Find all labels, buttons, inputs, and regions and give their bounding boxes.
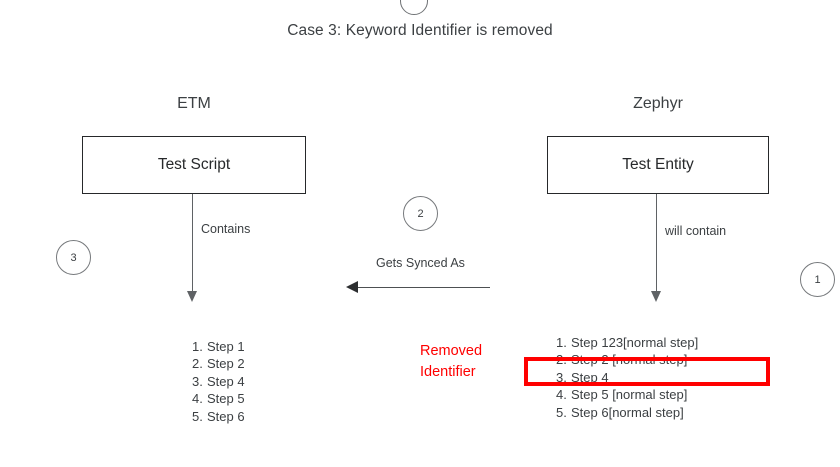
arrow-will-contain-head-icon (651, 291, 661, 302)
list-item-number: 5. (192, 408, 203, 424)
list-item-label: Step 2 (207, 356, 245, 372)
annotation-line-1: Removed (420, 343, 483, 359)
list-item: 5.Step 6[normal step] (556, 404, 698, 421)
list-item-label: Step 4 (207, 373, 245, 389)
node-test-entity: Test Entity (547, 136, 769, 194)
list-item: 5.Step 6 (192, 408, 245, 425)
edge-label-will-contain: will contain (665, 224, 727, 238)
arrow-contains-head-icon (187, 291, 197, 302)
list-item-label: Step 5 [normal step] (571, 387, 688, 403)
list-item-number: 4. (192, 391, 203, 407)
list-item-number: 2. (192, 356, 203, 372)
list-item: 4.Step 5 [normal step] (556, 386, 698, 403)
list-item-number: 5. (556, 404, 567, 420)
top-cut-circle-icon (400, 0, 428, 15)
list-item-number: 3. (556, 369, 567, 385)
list-item-label: Step 1 (207, 339, 245, 354)
list-item: 2.Step 2 (192, 355, 245, 372)
node-test-script-label: Test Script (157, 156, 231, 173)
edge-label-gets-synced-as: Gets Synced As (376, 256, 465, 270)
step-marker-3-label: 3 (70, 251, 77, 264)
step-marker-3: 3 (56, 240, 91, 275)
arrow-sync-head-icon (346, 281, 358, 293)
highlight-box-step-4 (524, 357, 770, 386)
list-item: 4.Step 5 (192, 390, 245, 407)
list-item-number: 1. (192, 339, 203, 354)
step-marker-1: 1 (800, 262, 835, 297)
arrow-contains-line (192, 194, 194, 294)
arrow-sync-line (356, 286, 490, 288)
step-marker-2: 2 (403, 196, 438, 231)
column-heading-zephyr: Zephyr (633, 95, 683, 112)
page-title: Case 3: Keyword Identifier is removed (287, 22, 553, 39)
list-item-label: Step 6 (207, 408, 245, 424)
list-item: 1. Step 1 (192, 338, 245, 355)
step-list-etm: 1.Step 1 2.Step 2 3.Step 4 4.Step 5 5.St… (192, 338, 245, 425)
list-item-label: Step 123[normal step] (571, 335, 699, 350)
edge-label-contains: Contains (201, 222, 251, 236)
list-item-number: 3. (192, 373, 203, 389)
node-test-entity-label: Test Entity (622, 156, 694, 173)
list-item-number: 4. (556, 387, 567, 403)
list-item-number: 1. (556, 335, 567, 350)
annotation-line-2: Identifier (420, 364, 476, 380)
list-item: 3.Step 4 (556, 369, 698, 386)
step-marker-2-label: 2 (417, 207, 424, 220)
list-item-label: Step 6[normal step] (571, 404, 684, 420)
node-test-script: Test Script (82, 136, 306, 194)
list-item-label: Step 5 (207, 391, 245, 407)
list-item: 3.Step 4 (192, 373, 245, 390)
list-item-label: Step 4 (571, 369, 609, 385)
list-item: 1. Step 123[normal step] (556, 334, 698, 351)
arrow-will-contain-line (656, 194, 658, 294)
column-heading-etm: ETM (177, 95, 211, 112)
annotation-removed-identifier: Removed Identifier (420, 341, 482, 383)
step-marker-1-label: 1 (814, 273, 821, 286)
